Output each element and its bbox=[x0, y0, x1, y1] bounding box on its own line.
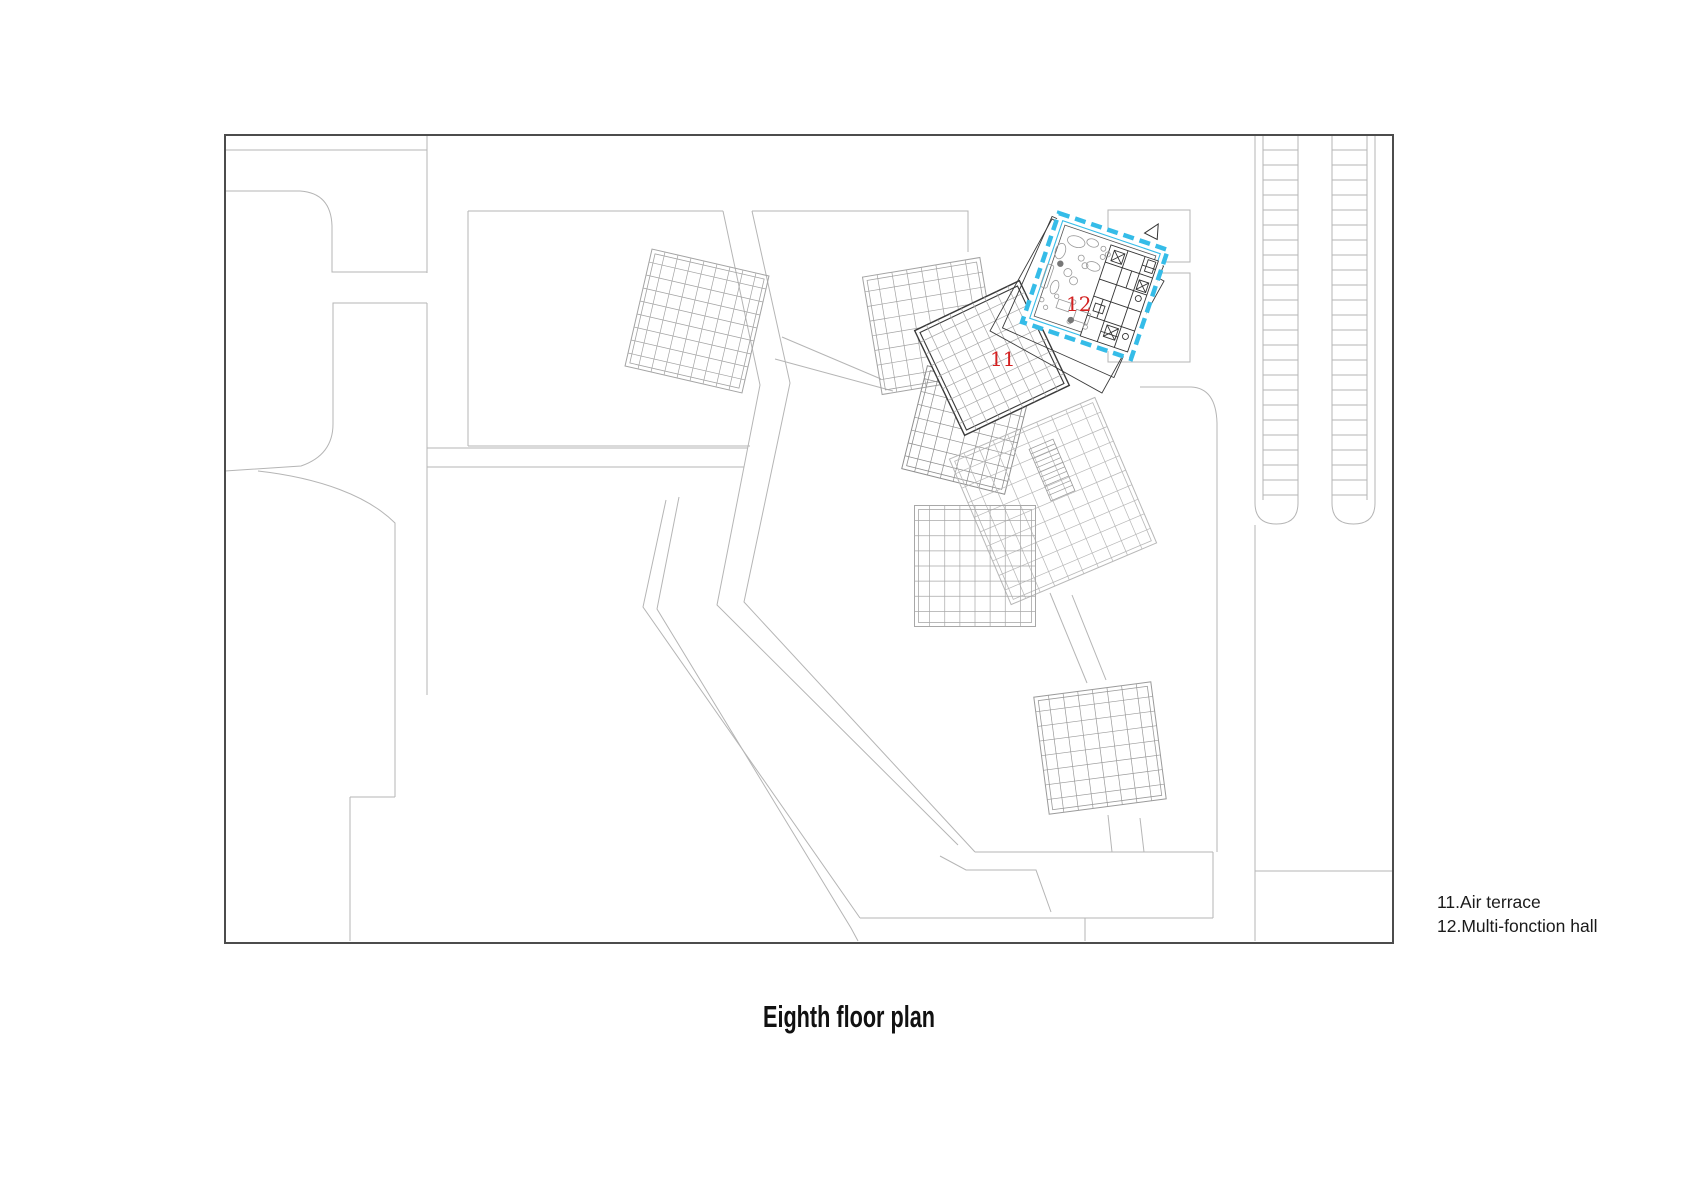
road-line bbox=[939, 855, 1052, 913]
structural-column bbox=[1067, 316, 1075, 324]
road-line bbox=[1139, 817, 1145, 853]
road-line bbox=[1071, 594, 1107, 681]
roof-grid-square-d bbox=[948, 396, 1158, 606]
parking-strip-left bbox=[1254, 135, 1299, 525]
legend-item-air-terrace: 11.Air terrace bbox=[1437, 892, 1541, 912]
annotation-11-air-terrace: 11 bbox=[990, 347, 1015, 371]
road-line bbox=[743, 210, 976, 853]
annotation-12-multi-fonction-hall: 12 bbox=[1066, 292, 1091, 316]
road-line bbox=[774, 358, 894, 392]
road-line bbox=[781, 336, 882, 380]
road-line bbox=[224, 302, 427, 472]
legend: 11.Air terrace 12.Multi-fonction hall bbox=[1437, 892, 1598, 936]
roof-grid-squares bbox=[624, 210, 1171, 815]
drawing-title: Eighth floor plan bbox=[763, 999, 935, 1034]
multi-fonction-hall-12 bbox=[1019, 210, 1171, 362]
roof-grid-square-a bbox=[624, 248, 770, 394]
site-boundary bbox=[224, 134, 1394, 944]
road-line bbox=[642, 499, 861, 919]
road-line bbox=[1140, 386, 1218, 424]
parking-strip-right bbox=[1331, 135, 1376, 525]
road-line bbox=[716, 210, 959, 846]
parking-area bbox=[1254, 135, 1376, 525]
road-line bbox=[1107, 814, 1113, 853]
road-line bbox=[752, 210, 969, 252]
road-line bbox=[656, 496, 859, 942]
road-line bbox=[257, 470, 396, 797]
north-marker bbox=[1143, 223, 1159, 241]
road-line bbox=[1049, 592, 1088, 684]
structural-column bbox=[1057, 260, 1064, 267]
hall-service-core bbox=[1079, 244, 1159, 353]
legend-item-multi-fonction-hall: 12.Multi-fonction hall bbox=[1437, 916, 1598, 936]
road-line bbox=[225, 190, 427, 273]
roof-grid-square-e bbox=[914, 505, 1036, 627]
roof-grid-square-f bbox=[1033, 681, 1167, 815]
ramp-hatch bbox=[1028, 438, 1076, 502]
site-road-network bbox=[224, 135, 1392, 942]
hall-furniture bbox=[1039, 235, 1111, 330]
